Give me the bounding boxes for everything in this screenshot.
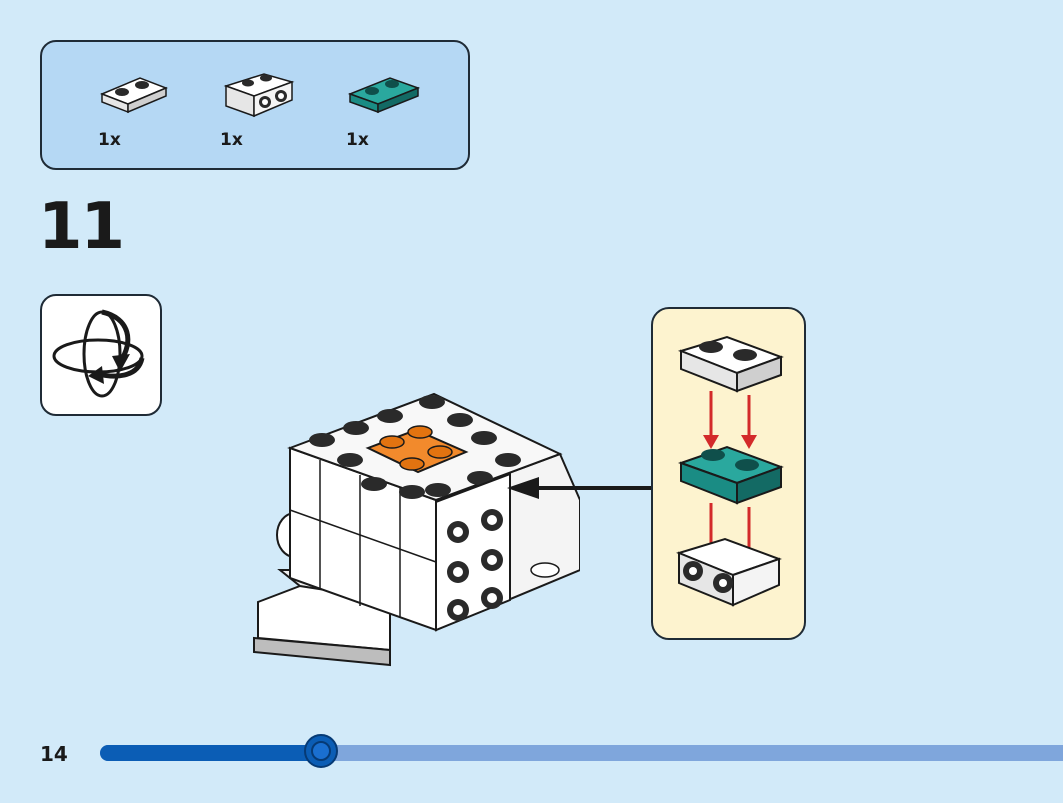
progress-bar <box>100 734 1063 768</box>
progress-fill <box>100 745 322 761</box>
white-bracket-icon <box>223 73 295 118</box>
part-qty: 1x <box>220 130 243 150</box>
progress-knob[interactable] <box>304 734 339 768</box>
sub-assembly-illustration <box>676 335 784 607</box>
white-plate-icon <box>99 77 168 114</box>
placement-arrow-icon <box>507 477 653 499</box>
page-number: 14 <box>40 742 68 766</box>
part-teal-plate: 1x <box>346 70 436 150</box>
rotate-model-icon <box>52 309 145 398</box>
part-white-bracket: 1x <box>220 70 310 150</box>
model-illustration <box>253 392 580 667</box>
part-qty: 1x <box>346 130 369 150</box>
sub-assembly-callout <box>651 307 806 640</box>
step-number: 11 <box>38 190 125 264</box>
part-white-plate: 1x <box>98 70 188 150</box>
teal-plate-icon <box>347 77 420 114</box>
parts-list-box: 1x 1x 1x <box>40 40 470 170</box>
part-qty: 1x <box>98 130 121 150</box>
rotate-model-box <box>40 294 162 416</box>
